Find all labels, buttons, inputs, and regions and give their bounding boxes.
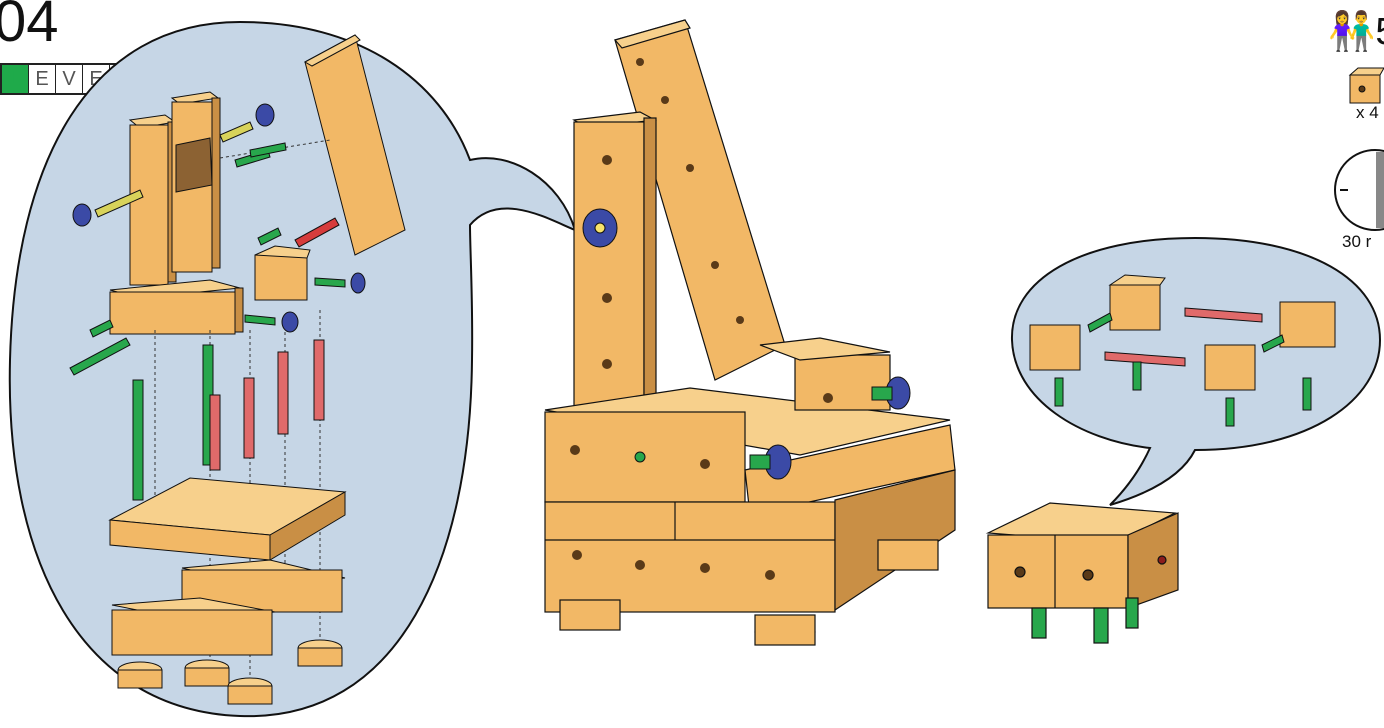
assembled-feet-block bbox=[988, 503, 1178, 643]
time-label: 30 r bbox=[1342, 232, 1371, 252]
cube-quantity: x 4 bbox=[1356, 103, 1379, 123]
persons-count: 👫5 bbox=[1328, 10, 1384, 54]
exploded-back-posts bbox=[130, 92, 220, 285]
sidebar-info: 👫5 x 4 30 r bbox=[1328, 0, 1384, 260]
two-children-icon: 👫 bbox=[1328, 11, 1375, 53]
assembled-chair bbox=[545, 20, 955, 645]
feet-subassembly-bubble bbox=[1012, 238, 1380, 505]
